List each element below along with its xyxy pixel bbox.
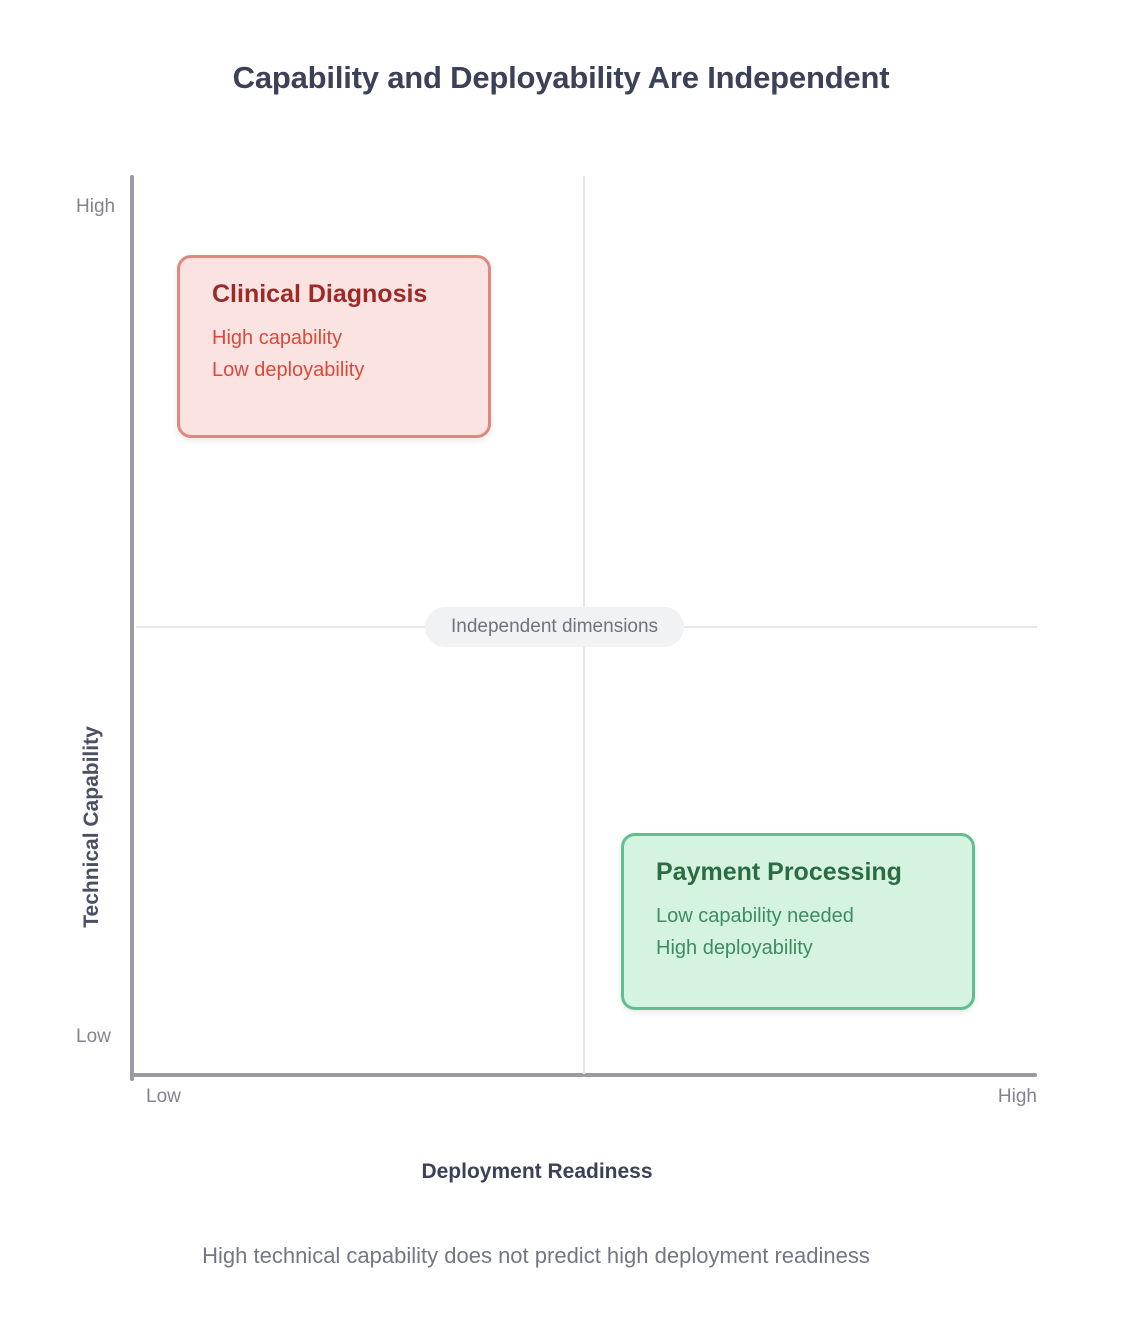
independent-dimensions-badge: Independent dimensions [425,607,685,647]
quadrant-card-clinical-diagnosis: Clinical Diagnosis High capability Low d… [177,255,491,438]
card-title-payment-processing: Payment Processing [656,858,902,886]
x-axis-title: Deployment Readiness [421,1160,653,1183]
y-axis-line [130,175,134,1081]
x-axis-tick-low: Low [146,1086,181,1107]
card-line-clinical-deployability: Low deployability [212,359,365,382]
card-line-payment-deployability: High deployability [656,937,813,960]
card-title-clinical-diagnosis: Clinical Diagnosis [212,280,428,308]
x-axis-tick-high: High [997,1086,1037,1107]
x-axis-line [130,1073,1037,1077]
y-axis-title: Technical Capability [80,726,103,928]
quadrant-card-payment-processing: Payment Processing Low capability needed… [621,833,975,1010]
y-axis-tick-high: High [76,196,116,217]
card-line-clinical-capability: High capability [212,327,343,349]
y-axis-tick-low: Low [76,1026,111,1047]
figure-caption: High technical capability does not predi… [202,1243,870,1268]
page-title: Capability and Deployability Are Indepen… [232,60,890,95]
card-line-payment-capability: Low capability needed [656,905,854,927]
